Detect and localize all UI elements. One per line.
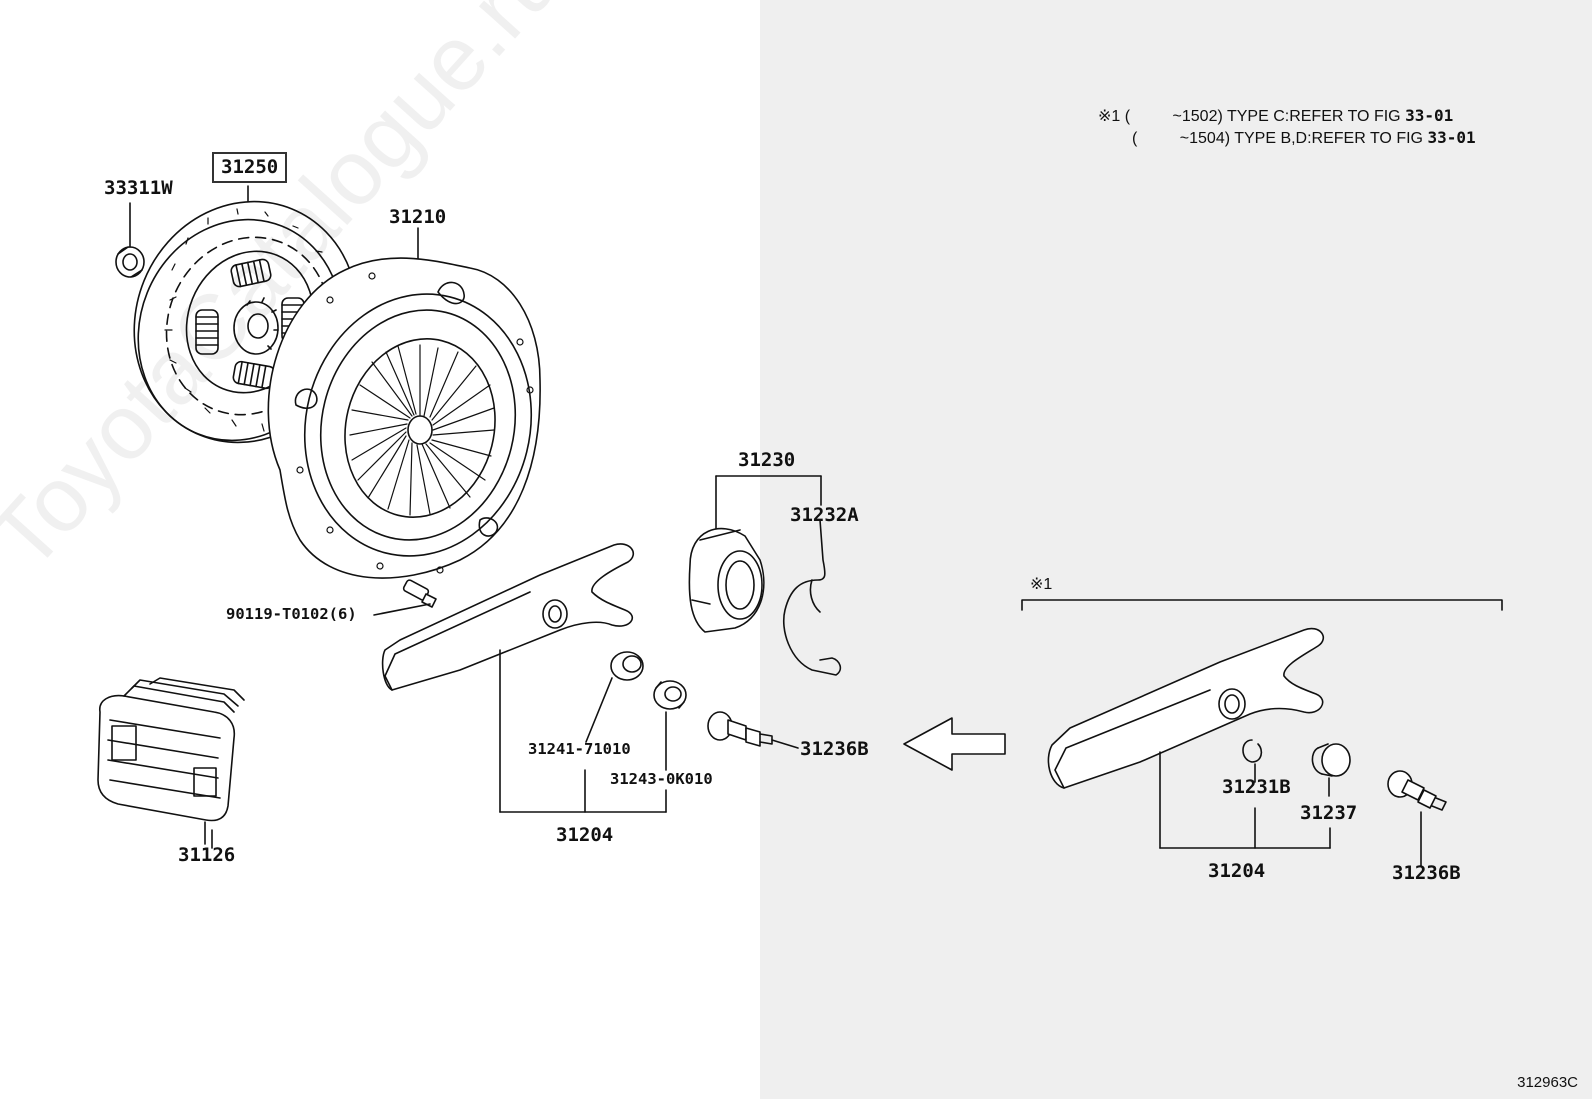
note-line-1-fig-link[interactable]: 33-01	[1405, 106, 1454, 125]
release-fork-boot-drawing	[97, 677, 245, 849]
note-line-2-range: ~1504) TYPE B,D:REFER TO FIG	[1179, 130, 1423, 147]
variant-panel-background	[760, 0, 1592, 1099]
direction-arrow	[903, 717, 1006, 771]
part-label-33311W[interactable]: 33311W	[104, 177, 173, 199]
release-fork-left-drawing	[381, 543, 667, 813]
release-bearing-drawing	[688, 475, 822, 633]
part-label-31126[interactable]: 31126	[178, 844, 236, 866]
note-line-1-mark: ※1 (	[1098, 108, 1131, 125]
ball-stud-left-drawing	[707, 711, 799, 749]
part-label-31204-right[interactable]: 31204	[1208, 860, 1266, 882]
note-line-2-mark: (	[1132, 130, 1138, 147]
pilot-bearing-drawing	[115, 202, 145, 278]
part-label-31231B[interactable]: 31231B	[1222, 776, 1291, 798]
part-label-31232A[interactable]: 31232A	[790, 504, 859, 526]
part-label-31230[interactable]: 31230	[738, 449, 796, 471]
bushing-right-drawing	[1311, 743, 1351, 797]
ball-stud-right-drawing	[1387, 770, 1447, 867]
part-label-31237[interactable]: 31237	[1300, 802, 1358, 824]
part-label-31243-0K010[interactable]: 31243-0K010	[610, 770, 713, 788]
figure-code: 312963C	[1517, 1074, 1578, 1091]
part-label-31236B-left[interactable]: 31236B	[800, 738, 869, 760]
snap-ring-right-drawing	[1242, 739, 1263, 783]
cover-bolt-drawing	[373, 579, 437, 616]
part-label-31204-left[interactable]: 31204	[556, 824, 614, 846]
part-label-90119-T0102[interactable]: 90119-T0102(6)	[226, 605, 357, 623]
part-label-31236B-right[interactable]: 31236B	[1392, 862, 1461, 884]
variant-bracket	[1021, 599, 1503, 611]
release-fork-right-drawing	[1047, 627, 1331, 849]
clutch-cover-drawing	[267, 227, 541, 579]
part-label-31241-71010[interactable]: 31241-71010	[528, 740, 631, 758]
note-line-1: ※1 ( ~1502) TYPE C:REFER TO FIG 33-01	[1098, 108, 1453, 125]
part-label-31210[interactable]: 31210	[389, 206, 447, 228]
fork-seal-drawings	[585, 651, 687, 771]
note-line-1-range: ~1502) TYPE C:REFER TO FIG	[1172, 108, 1401, 125]
part-label-31250-highlighted[interactable]: 31250	[212, 152, 288, 183]
variant-mark: ※1	[1030, 576, 1053, 593]
retainer-clip-drawing	[783, 519, 842, 676]
note-line-2: ( ~1504) TYPE B,D:REFER TO FIG 33-01	[1132, 130, 1476, 147]
note-line-2-fig-link[interactable]: 33-01	[1427, 128, 1476, 147]
